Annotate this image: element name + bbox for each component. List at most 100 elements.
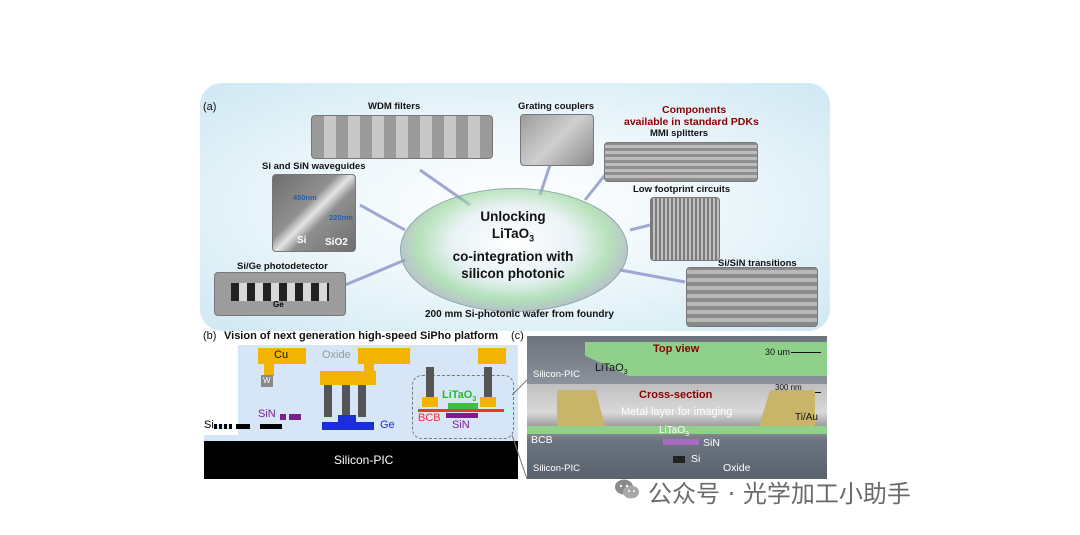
electrode-1 — [422, 397, 438, 407]
scale-300nm: 300 nm — [775, 383, 802, 392]
sin-under-litao — [446, 413, 478, 418]
dim-220nm: 220nm — [329, 213, 353, 222]
sin-cross — [663, 439, 699, 445]
si-grating — [214, 424, 232, 429]
label-sin-c: SiN — [703, 437, 720, 449]
label-bcb-b: BCB — [418, 412, 441, 424]
label-litao-b: LiTaO3 — [442, 389, 476, 403]
wafer-image — [400, 188, 628, 312]
label-metal-layer: Metal layer for imaging — [621, 406, 733, 418]
photodetector-image: Ge — [214, 272, 346, 316]
wdm-filter-image — [311, 115, 493, 159]
silicon-pic-substrate — [204, 441, 518, 479]
wafer-caption: 200 mm Si-photonic wafer from foundry — [425, 309, 614, 320]
label-low-footprint: Low footprint circuits — [633, 184, 731, 195]
label-photodetector: Si/Ge photodetector — [237, 261, 328, 272]
label-si: Si — [297, 235, 307, 246]
w-plug — [261, 375, 273, 387]
watermark-text: 公众号 · 光学加工小助手 — [648, 480, 911, 508]
label-silicon-pic-cross: Silicon-PIC — [533, 463, 580, 474]
electrode-2 — [480, 397, 496, 407]
label-components: Components — [662, 104, 727, 116]
litao-film — [448, 403, 478, 409]
label-grating-couplers: Grating couplers — [518, 101, 595, 112]
top-view-litao — [585, 342, 827, 376]
si-wg-2 — [260, 424, 282, 429]
waveguide-image: 450nm 220nm Si SiO2 — [272, 174, 356, 252]
left-strip — [204, 345, 238, 435]
w-column-3 — [358, 385, 366, 417]
si-slab-blue — [322, 422, 374, 430]
litao-cross-sub: 3 — [685, 431, 690, 438]
cu-via-2 — [364, 364, 374, 376]
grating-coupler-image — [520, 114, 594, 166]
label-ge-b: Ge — [380, 419, 395, 431]
cu-pad-2 — [358, 348, 410, 364]
label-bcb-c: BCB — [531, 434, 553, 446]
label-litao-cross: LiTaO3 — [659, 425, 689, 438]
litao-layer-cross — [527, 426, 827, 434]
w-column-1 — [324, 385, 332, 417]
label-top-view: Top view — [653, 343, 700, 355]
panel-b-schematic: Cu W Oxide Ge SiN Si LiTaO3 BCB SiN Sili… — [204, 345, 518, 479]
si-cross — [673, 456, 685, 463]
label-oxide-c: Oxide — [723, 462, 751, 474]
w-column-5 — [484, 367, 492, 405]
litao-b-text: LiTaO — [442, 389, 473, 401]
label-silicon-pic-b: Silicon-PIC — [334, 453, 394, 467]
label-si-c: Si — [691, 453, 701, 465]
cu-bar — [320, 371, 376, 385]
wechat-icon — [614, 478, 640, 500]
mmi-splitter-image — [604, 142, 758, 182]
label-sio2: SiO2 — [325, 237, 348, 248]
w-column-4 — [426, 367, 434, 405]
wafer-title: Unlocking LiTaO3 co-integration with sil… — [400, 208, 626, 282]
label-si-b: Si — [204, 419, 214, 431]
label-w: W — [263, 376, 271, 385]
label-transitions: Si/SiN transitions — [718, 258, 797, 269]
label-oxide: Oxide — [322, 349, 351, 361]
tiau-electrode-left — [557, 390, 605, 426]
scale-bar-30 — [791, 352, 821, 353]
wafer-litao: LiTaO — [491, 226, 530, 241]
si-wg-1 — [236, 424, 250, 429]
label-tiau: Ti/Au — [795, 412, 818, 423]
label-cross-section: Cross-section — [639, 389, 713, 401]
w-column-2 — [342, 385, 350, 417]
wafer-line-1: Unlocking — [480, 209, 546, 224]
litao-module-box — [412, 375, 514, 439]
cu-pad-3 — [478, 348, 506, 364]
panel-a-letter: (a) — [203, 101, 217, 113]
litao-b-sub: 3 — [472, 396, 477, 404]
cu-pad-1 — [258, 348, 306, 364]
sin-square-1 — [280, 414, 286, 420]
low-footprint-image — [650, 197, 720, 261]
label-sin-b: SiN — [258, 408, 276, 420]
label-standard-pdks: available in standard PDKs — [624, 116, 759, 128]
transitions-image — [686, 267, 818, 327]
dim-450nm: 450nm — [293, 193, 317, 202]
litao-cross-text: LiTaO — [659, 425, 686, 436]
panel-b-letter: (b) — [203, 330, 217, 342]
label-silicon-pic-top: Silicon-PIC — [533, 369, 580, 380]
label-waveguides: Si and SiN waveguides — [262, 161, 366, 172]
sin-square-2 — [289, 414, 301, 420]
litao-top-sub: 3 — [623, 369, 628, 377]
scale-30um: 30 um — [765, 347, 791, 357]
bcb-layer — [418, 409, 504, 412]
wafer-line-4: silicon photonic — [461, 265, 565, 281]
cu-via-1 — [264, 364, 274, 376]
label-ge: Ge — [273, 300, 284, 309]
wafer-line-2: LiTaO3 — [400, 225, 626, 248]
panel-b-title: Vision of next generation high-speed SiP… — [224, 330, 499, 342]
photodetector-fingers — [231, 283, 329, 301]
ge-block — [338, 415, 356, 423]
wafer-litao-sub: 3 — [529, 233, 535, 244]
wafer-line-3: co-integration with — [452, 248, 574, 264]
label-wdm-filters: WDM filters — [368, 101, 421, 112]
label-cu: Cu — [274, 349, 289, 361]
panel-c-images: Top view 30 um Silicon-PIC LiTaO3 300 nm… — [527, 336, 827, 479]
label-litao-top: LiTaO3 — [595, 362, 628, 376]
